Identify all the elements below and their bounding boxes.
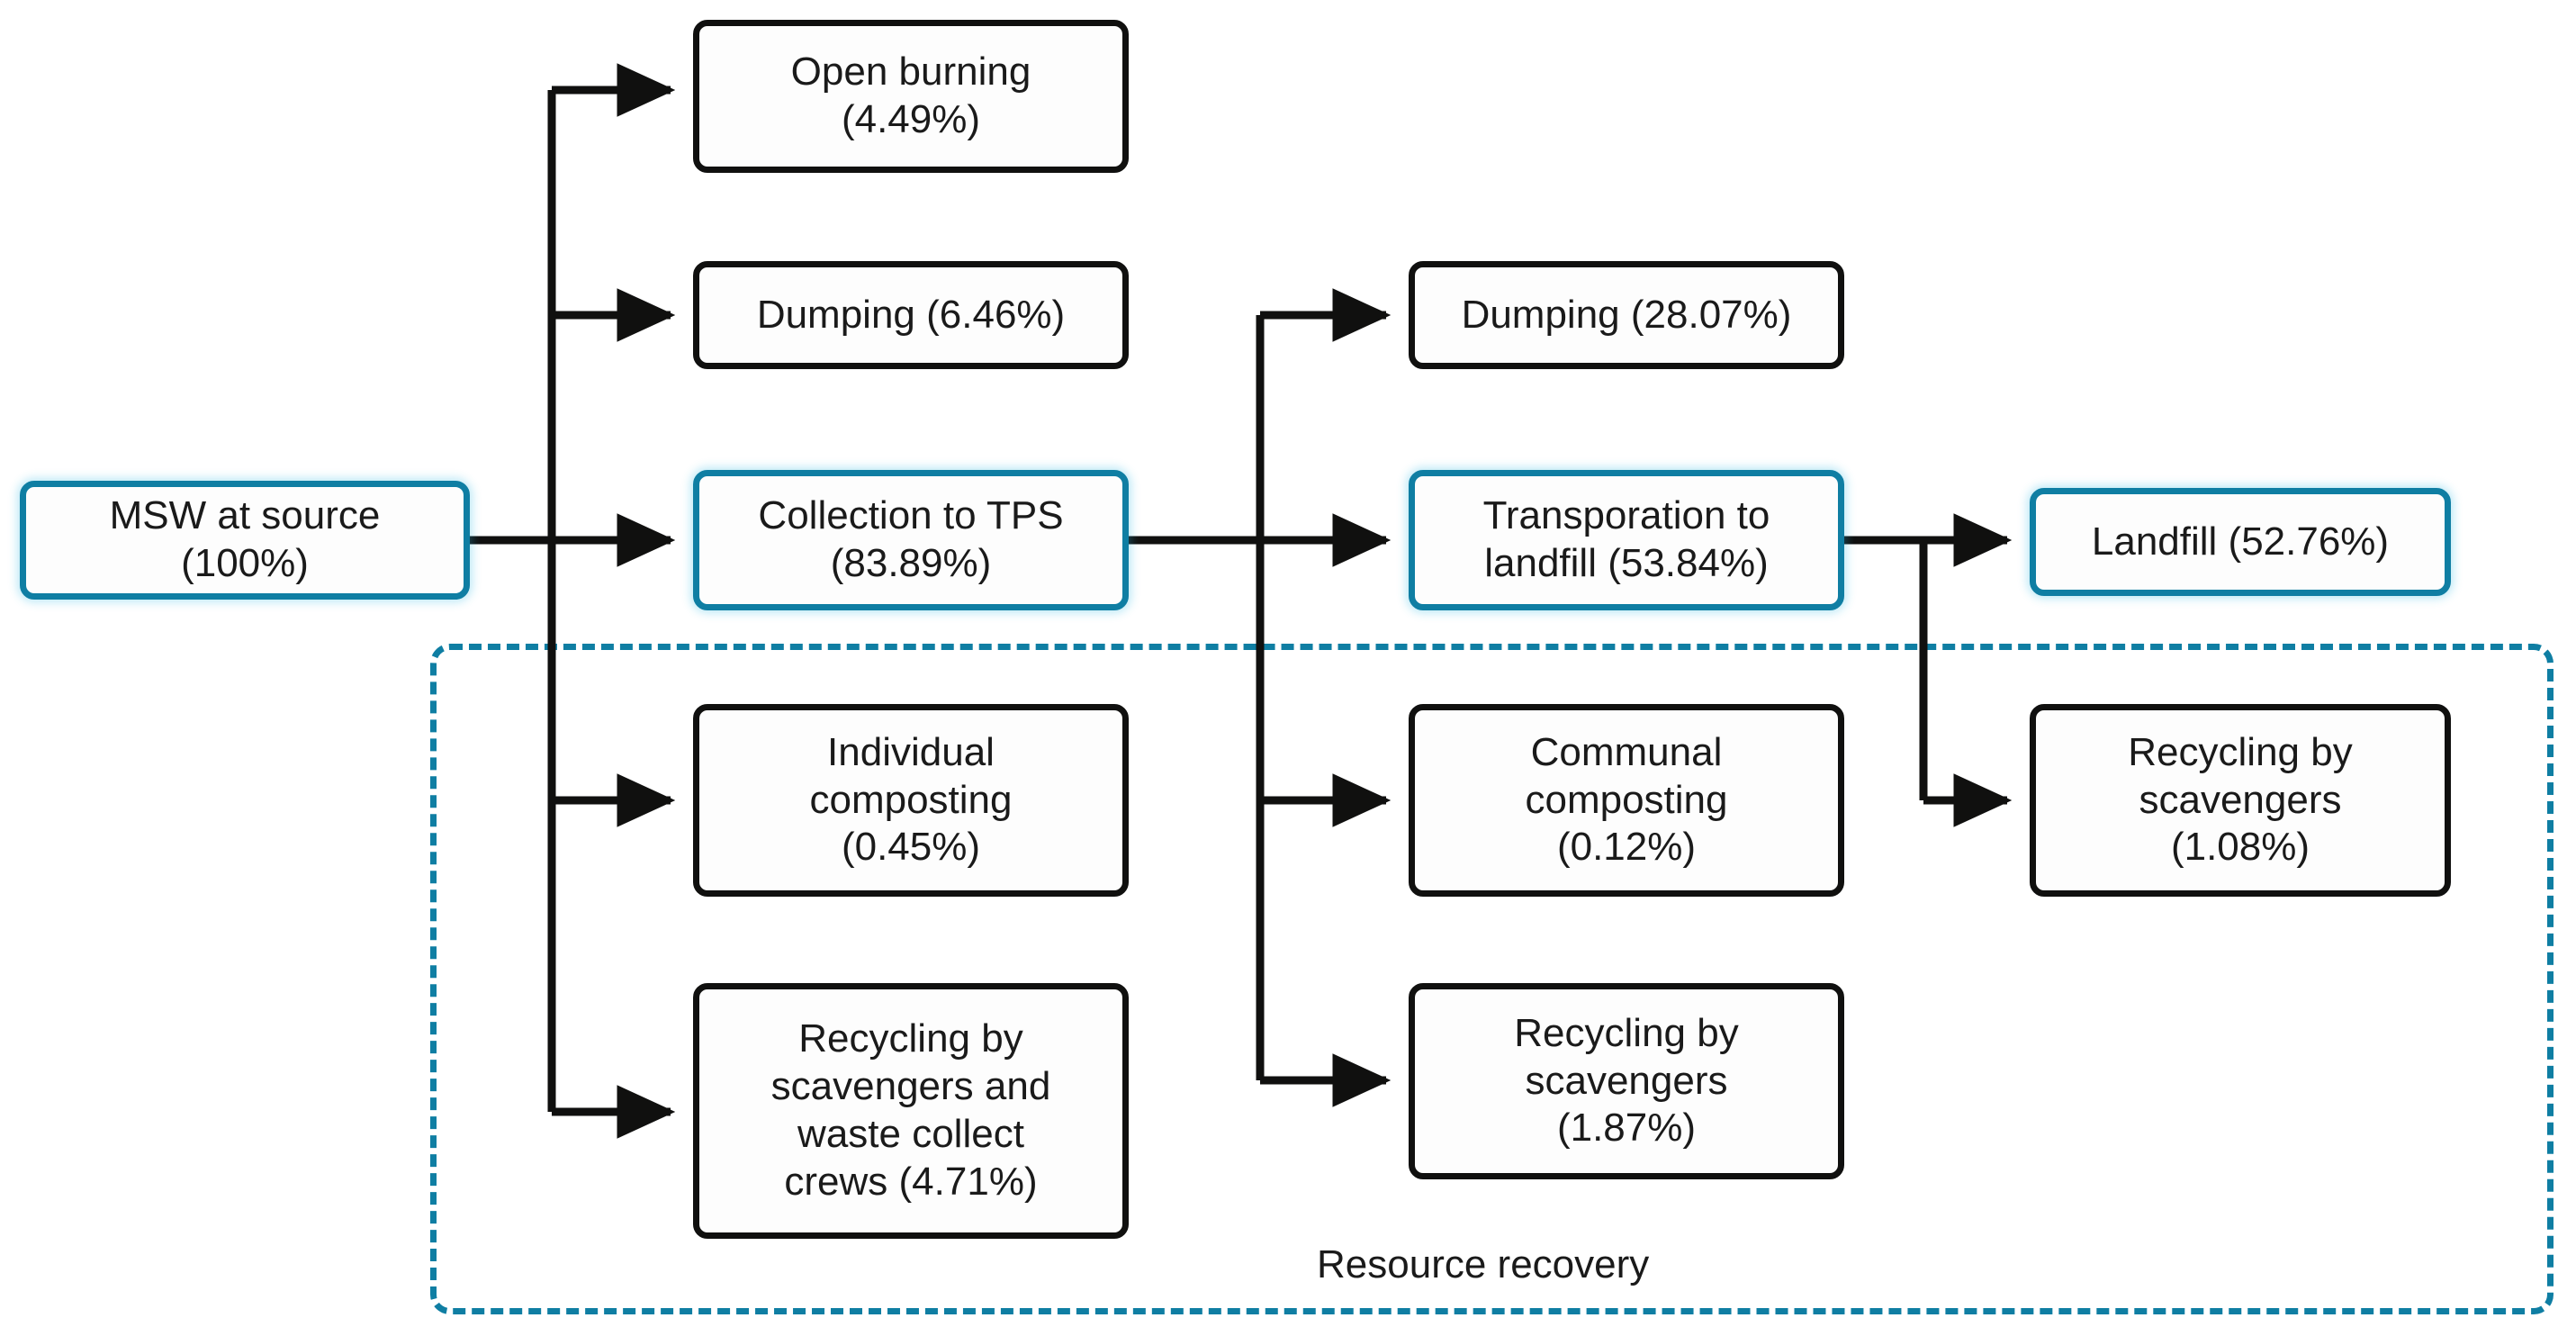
node-open-burning[interactable]: Open burning (4.49%) [693,20,1129,173]
node-msw-source[interactable]: MSW at source (100%) [20,481,470,600]
node-collection-to-tps[interactable]: Collection to TPS (83.89%) [693,470,1129,610]
node-communal-composting[interactable]: Communal composting (0.12%) [1409,704,1844,897]
node-landfill[interactable]: Landfill (52.76%) [2030,488,2451,596]
resource-recovery-label: Resource recovery [1317,1242,1650,1286]
node-transportation-to-landfill[interactable]: Transporation to landfill (53.84%) [1409,470,1844,610]
node-recycling-scavengers-tps[interactable]: Recycling by scavengers (1.87%) [1409,983,1844,1179]
node-dumping-source[interactable]: Dumping (6.46%) [693,261,1129,369]
node-individual-composting[interactable]: Individual composting (0.45%) [693,704,1129,897]
resource-recovery-group [430,644,2553,1314]
node-recycling-scavengers-crews[interactable]: Recycling by scavengers and waste collec… [693,983,1129,1239]
node-dumping-tps[interactable]: Dumping (28.07%) [1409,261,1844,369]
node-recycling-scavengers-landfill[interactable]: Recycling by scavengers (1.08%) [2030,704,2451,897]
